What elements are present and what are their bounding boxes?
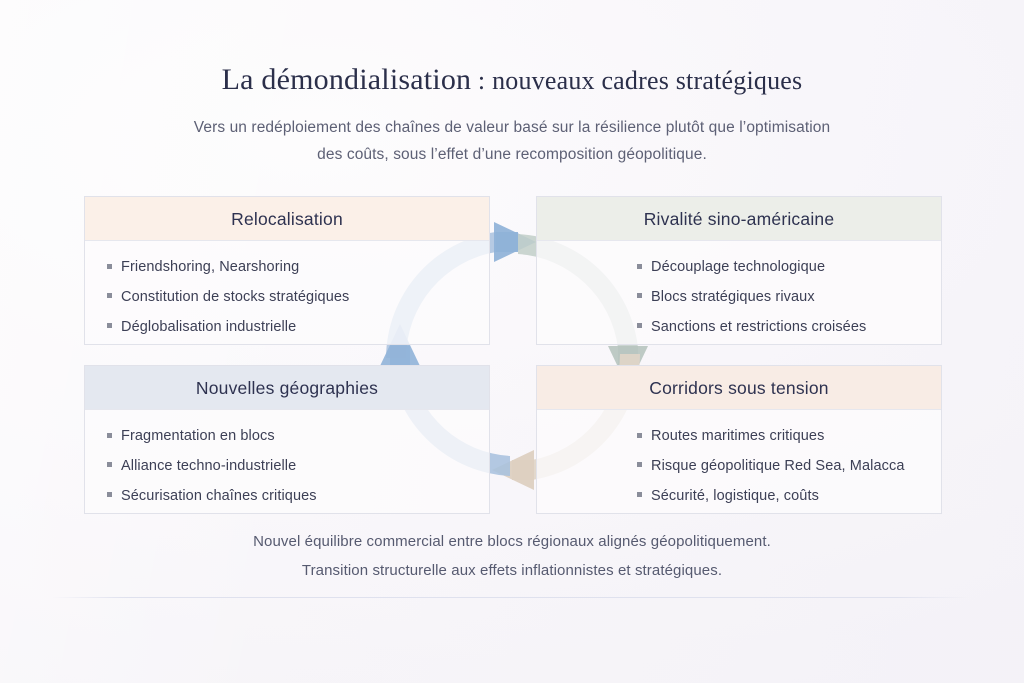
bullet-list: Découplage technologique Blocs stratégiq… bbox=[537, 253, 941, 342]
bullet-square-icon bbox=[637, 263, 642, 269]
list-item: Sécurisation chaînes critiques bbox=[107, 482, 489, 512]
card-title: Corridors sous tension bbox=[537, 366, 941, 410]
card-body: Fragmentation en blocs Alliance techno-i… bbox=[85, 410, 489, 511]
list-item: Blocs stratégiques rivaux bbox=[637, 283, 941, 313]
subtitle-line-2: des coûts, sous l’effet d’une recomposit… bbox=[317, 146, 707, 164]
bullet-square-icon bbox=[637, 492, 642, 498]
list-item-label: Risque géopolitique Red Sea, Malacca bbox=[651, 457, 905, 474]
list-item-label: Déglobalisation industrielle bbox=[121, 318, 297, 335]
list-item: Sanctions et restrictions croisées bbox=[637, 313, 941, 343]
bullet-square-icon bbox=[107, 293, 112, 299]
card-rivalite-sino-americaine[interactable]: Rivalité sino-américaine Découplage tech… bbox=[536, 196, 942, 345]
list-item-label: Constitution de stocks stratégiques bbox=[121, 288, 350, 305]
bullet-square-icon bbox=[637, 432, 642, 438]
title-lead: La démondialisation bbox=[221, 63, 472, 96]
bullet-square-icon bbox=[107, 323, 112, 329]
bullet-square-icon bbox=[107, 432, 112, 438]
title-rest: nouveaux cadres stratégiques bbox=[492, 66, 803, 95]
bullet-square-icon bbox=[637, 293, 642, 299]
list-item: Friendshoring, Nearshoring bbox=[107, 253, 489, 283]
subtitle-line-1: Vers un redéploiement des chaînes de val… bbox=[193, 119, 831, 136]
card-body: Découplage technologique Blocs stratégiq… bbox=[537, 241, 941, 342]
card-title: Rivalité sino-américaine bbox=[537, 197, 941, 241]
bullet-list: Fragmentation en blocs Alliance techno-i… bbox=[85, 422, 489, 511]
list-item-label: Blocs stratégiques rivaux bbox=[651, 288, 815, 305]
card-relocalisation[interactable]: Relocalisation Friendshoring, Nearshorin… bbox=[84, 196, 490, 345]
list-item-label: Découplage technologique bbox=[651, 259, 826, 275]
list-item-label: Alliance techno-industrielle bbox=[121, 457, 297, 474]
cards-grid: Relocalisation Friendshoring, Nearshorin… bbox=[84, 196, 942, 514]
list-item: Découplage technologique bbox=[637, 253, 941, 283]
bullet-square-icon bbox=[637, 462, 642, 468]
list-item: Sécurité, logistique, coûts bbox=[637, 482, 941, 512]
list-item-label: Routes maritimes critiques bbox=[651, 428, 825, 444]
title-separator: : bbox=[471, 66, 493, 95]
bullet-square-icon bbox=[107, 263, 112, 269]
page-title: La démondialisation : nouveaux cadres st… bbox=[0, 62, 1024, 98]
page-subtitle: Vers un redéploiement des chaînes de val… bbox=[0, 114, 1024, 168]
list-item-label: Sécurisation chaînes critiques bbox=[121, 487, 317, 504]
slide-footer: Nouvel équilibre commercial entre blocs … bbox=[0, 527, 1024, 586]
bullet-square-icon bbox=[637, 323, 642, 329]
list-item-label: Friendshoring, Nearshoring bbox=[121, 259, 300, 275]
list-item: Alliance techno-industrielle bbox=[107, 452, 489, 482]
card-body: Friendshoring, Nearshoring Constitution … bbox=[85, 241, 489, 342]
bullet-list: Routes maritimes critiques Risque géopol… bbox=[537, 422, 941, 511]
footer-line-2: Transition structurelle aux effets infla… bbox=[301, 562, 723, 580]
list-item: Routes maritimes critiques bbox=[637, 422, 941, 452]
list-item: Fragmentation en blocs bbox=[107, 422, 489, 452]
card-corridors-sous-tension[interactable]: Corridors sous tension Routes maritimes … bbox=[536, 365, 942, 514]
card-title: Nouvelles géographies bbox=[85, 366, 489, 410]
bullet-square-icon bbox=[107, 492, 112, 498]
card-nouvelles-geographies[interactable]: Nouvelles géographies Fragmentation en b… bbox=[84, 365, 490, 514]
bullet-square-icon bbox=[107, 462, 112, 468]
footer-divider bbox=[52, 597, 970, 598]
list-item: Constitution de stocks stratégiques bbox=[107, 283, 489, 313]
list-item: Déglobalisation industrielle bbox=[107, 313, 489, 343]
footer-line-1: Nouvel équilibre commercial entre blocs … bbox=[253, 533, 771, 550]
bullet-list: Friendshoring, Nearshoring Constitution … bbox=[85, 253, 489, 342]
slide-header: La démondialisation : nouveaux cadres st… bbox=[0, 62, 1024, 168]
card-title: Relocalisation bbox=[85, 197, 489, 241]
list-item-label: Sanctions et restrictions croisées bbox=[651, 318, 867, 335]
list-item-label: Sécurité, logistique, coûts bbox=[651, 487, 819, 504]
card-body: Routes maritimes critiques Risque géopol… bbox=[537, 410, 941, 511]
list-item: Risque géopolitique Red Sea, Malacca bbox=[637, 452, 941, 482]
list-item-label: Fragmentation en blocs bbox=[121, 428, 275, 444]
